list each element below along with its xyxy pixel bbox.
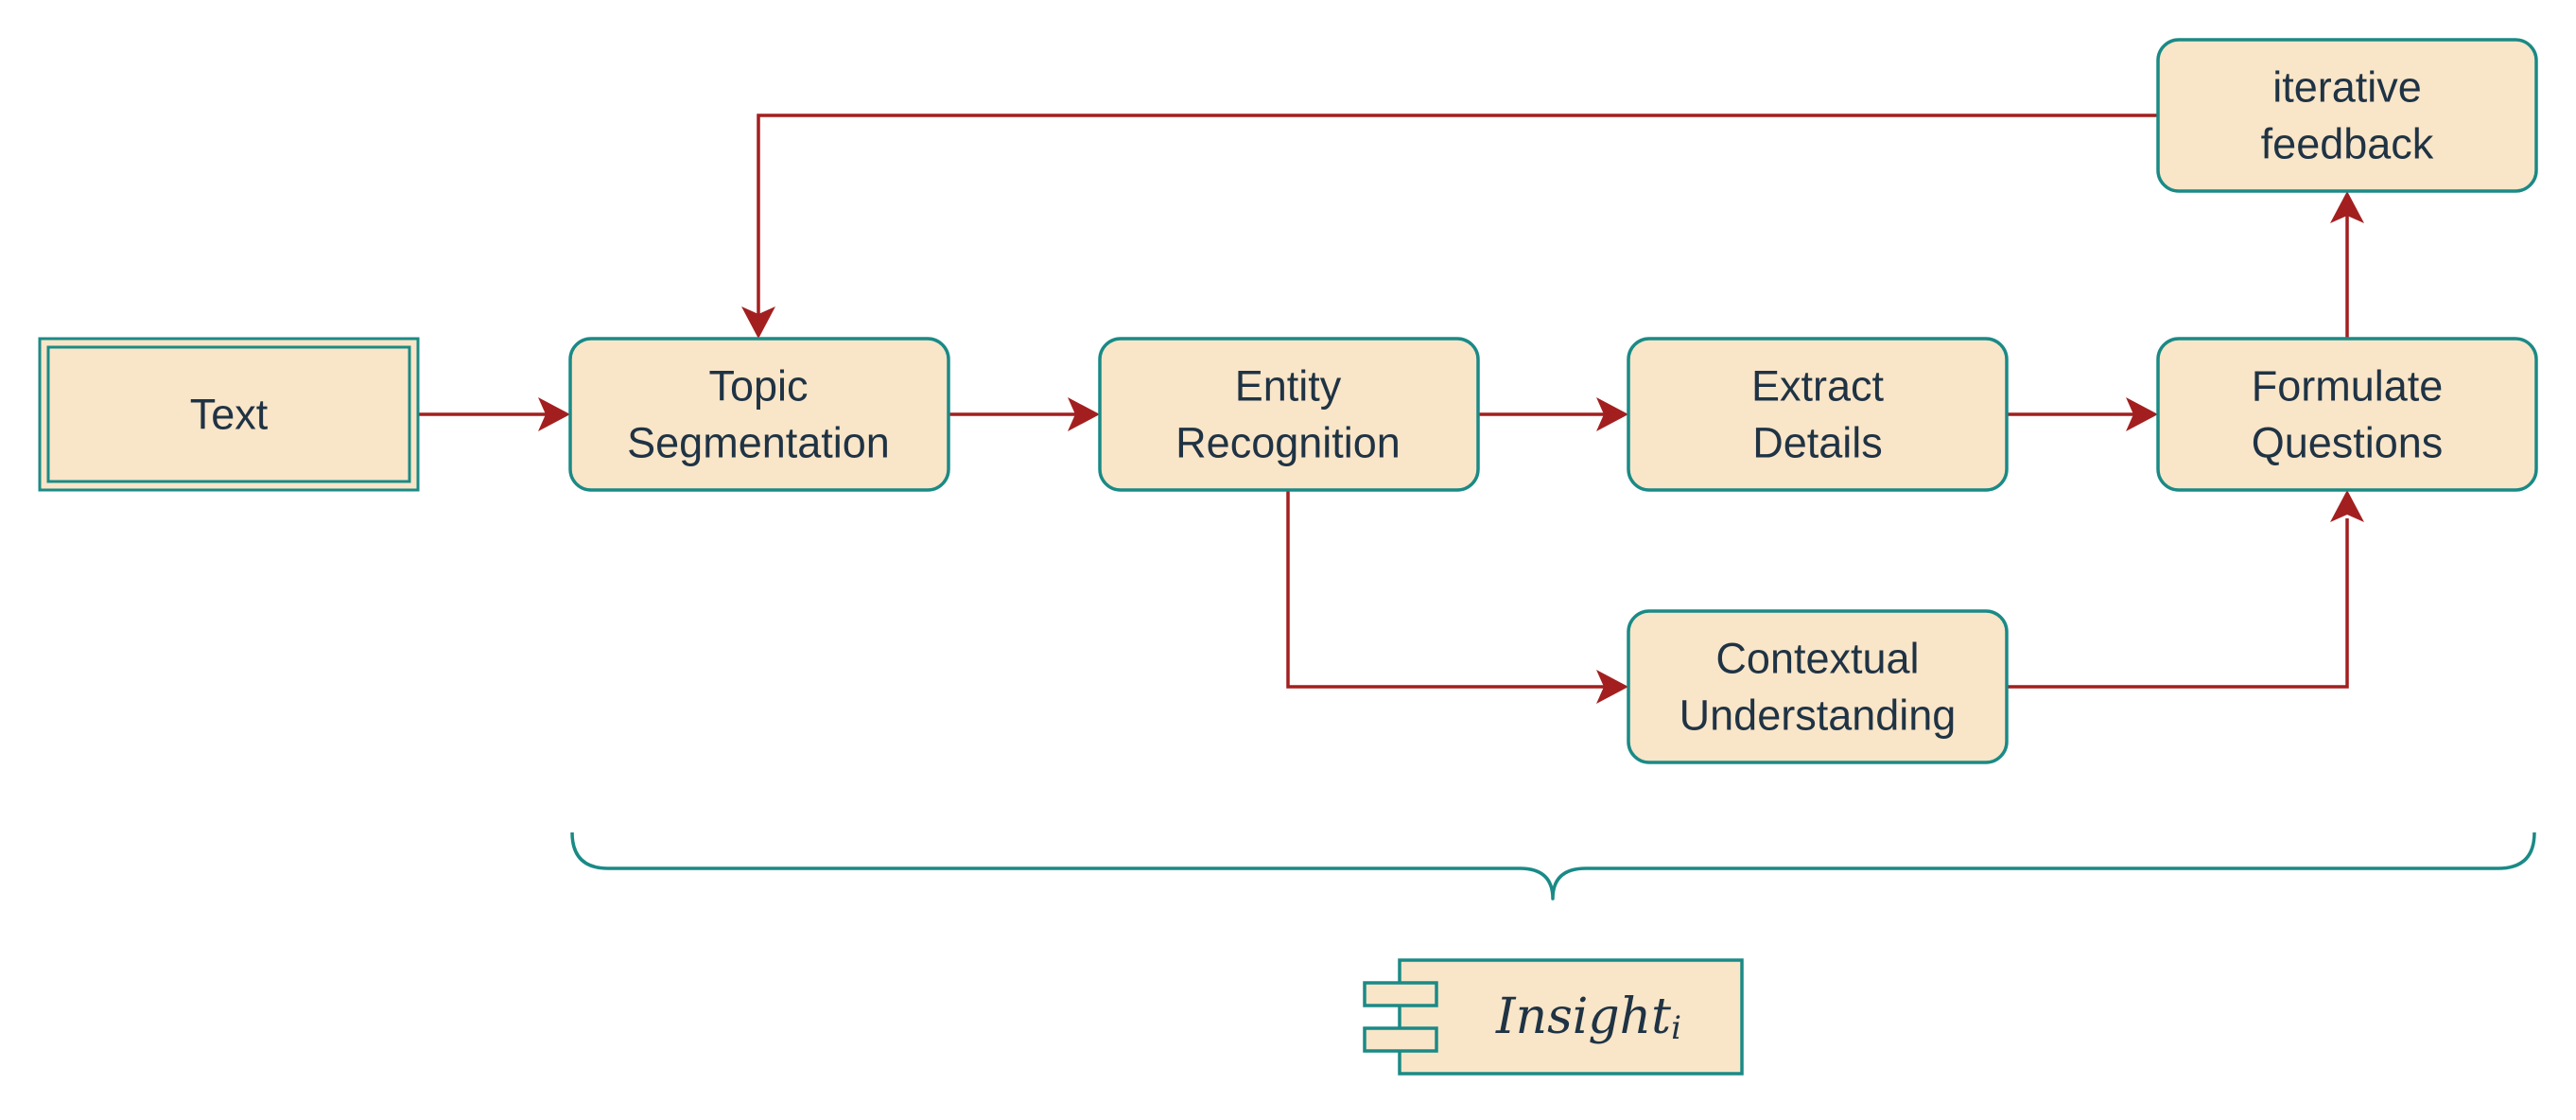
node-topic-segmentation-line1: Topic [708, 362, 808, 411]
arrowhead-into-topic [538, 397, 570, 431]
grouping-brace [570, 831, 2536, 901]
node-extract-details: Extract Details [1627, 337, 2009, 492]
node-iterative-feedback: iterative feedback [2156, 38, 2538, 193]
insight-label-subscript: i [1671, 1009, 1681, 1047]
arrowheads [538, 191, 2364, 704]
node-iterative-feedback-line2: feedback [2261, 120, 2434, 168]
arrowhead-into-feedback [2330, 191, 2364, 223]
node-topic-segmentation: Topic Segmentation [568, 337, 950, 492]
edge-contextual-to-formulate [2007, 518, 2349, 689]
node-formulate-questions: Formulate Questions [2156, 337, 2538, 492]
node-formulate-questions-line1: Formulate [2252, 362, 2444, 411]
node-extract-details-line2: Details [1752, 419, 1883, 467]
insight-label: Insighti [1495, 989, 1681, 1047]
node-formulate-questions-line2: Questions [2252, 419, 2444, 467]
arrowhead-into-entity [1068, 397, 1100, 431]
node-contextual-understanding-line1: Contextual [1715, 635, 1919, 683]
node-contextual-understanding: Contextual Understanding [1627, 609, 2009, 764]
node-extract-details-line1: Extract [1751, 362, 1885, 411]
node-iterative-feedback-line1: iterative [2272, 63, 2422, 112]
insight-component: Insighti [1363, 958, 1744, 1076]
arrowhead-into-contextual [1596, 670, 1628, 704]
node-entity-recognition-line2: Recognition [1175, 419, 1401, 467]
node-topic-segmentation-line2: Segmentation [627, 419, 890, 467]
edge-entity-to-contextual [1286, 490, 1605, 689]
edge-feedback-to-topic [757, 114, 2158, 314]
component-tab-bottom [1363, 1026, 1438, 1053]
node-entity-recognition-line1: Entity [1235, 362, 1342, 411]
node-contextual-understanding-line2: Understanding [1680, 691, 1957, 740]
component-tab-top [1363, 981, 1438, 1007]
node-text-label: Text [190, 391, 269, 439]
arrowhead-into-formulate [2126, 397, 2158, 431]
insight-label-main: Insight [1495, 989, 1671, 1045]
arrowhead-contextual-into-formulate [2330, 490, 2364, 522]
node-text: Text [38, 337, 420, 492]
arrowhead-feedback-into-topic [741, 306, 775, 339]
edges [419, 114, 2349, 689]
node-entity-recognition: Entity Recognition [1098, 337, 1480, 492]
arrowhead-into-extract [1596, 397, 1628, 431]
